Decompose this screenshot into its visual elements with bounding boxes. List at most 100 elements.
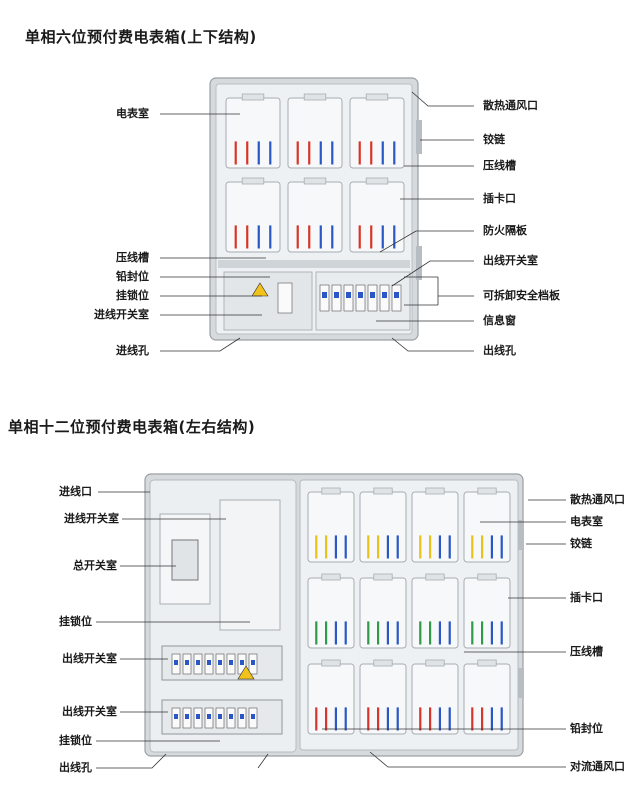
meter-tab: [425, 487, 445, 495]
breaker-switch: [174, 714, 178, 719]
meter-tab: [241, 93, 265, 101]
breaker-switch: [185, 714, 189, 719]
breaker-switch: [251, 660, 255, 665]
meter-unit: [287, 93, 343, 169]
meter-unit: [359, 487, 407, 563]
meter-housing: [463, 577, 511, 649]
d2-label-inlet-port: 进线口: [59, 485, 92, 498]
d1-label-wire-trough: 压线槽: [116, 251, 149, 264]
meter-housing: [463, 491, 511, 563]
meter-tab: [373, 573, 393, 581]
meter-unit: [411, 487, 459, 563]
meter-tab: [425, 659, 445, 667]
main-breaker: [277, 282, 293, 314]
d1-label-inlet-hole: 进线孔: [116, 344, 149, 357]
meter-unit: [225, 177, 281, 253]
breaker-switch: [218, 660, 222, 665]
meter-tab: [321, 659, 341, 667]
meter-unit: [463, 487, 511, 563]
meter-housing: [359, 663, 407, 735]
d1-label-lead-seal: 铅封位: [116, 270, 149, 283]
breaker-switch: [346, 292, 351, 298]
d2-label-inlet-switch-room: 进线开关室: [64, 512, 119, 525]
d1-label-wire-trough-r: 压线槽: [483, 159, 516, 172]
breaker-switch: [207, 660, 211, 665]
meter-unit: [359, 659, 407, 735]
hinge-icon: [416, 246, 422, 280]
meter-unit: [307, 573, 355, 649]
box2-switch-window: [219, 499, 281, 631]
meter-tab: [373, 659, 393, 667]
meter-tab: [477, 659, 497, 667]
breaker-switch: [207, 714, 211, 719]
diagram1-title: 单相六位预付费电表箱(上下结构): [25, 28, 257, 46]
meter-housing: [359, 491, 407, 563]
breaker-switch: [185, 660, 189, 665]
meter-housing: [307, 577, 355, 649]
meter-unit: [411, 659, 459, 735]
d1-label-card-slot: 插卡口: [483, 192, 516, 205]
breaker-switch: [240, 660, 244, 665]
meter-unit: [307, 487, 355, 563]
meter-housing: [307, 663, 355, 735]
d2-label-card-slot: 插卡口: [570, 591, 603, 604]
d2-label-hinge: 铰链: [570, 537, 592, 550]
d2-label-vent: 散热通风口: [570, 493, 625, 506]
breaker-switch: [394, 292, 399, 298]
meter-tab: [303, 93, 327, 101]
d1-label-outlet-hole: 出线孔: [483, 344, 516, 357]
d2-meter-grid: [307, 487, 511, 735]
breaker-switch: [322, 292, 327, 298]
meter-tab: [477, 573, 497, 581]
meter-tab: [365, 177, 389, 185]
d2-label-wire-trough: 压线槽: [570, 645, 603, 658]
warning-sign-icon: [237, 665, 255, 680]
d1-breakers: [277, 282, 402, 314]
breaker-switch: [240, 714, 244, 719]
meter-housing: [411, 577, 459, 649]
diagram2-title: 单相十二位预付费电表箱(左右结构): [8, 418, 256, 436]
d1-label-removable-guard: 可拆卸安全档板: [483, 289, 560, 302]
d2-label-meter-room: 电表室: [570, 515, 603, 528]
meter-housing: [411, 663, 459, 735]
d2-breakers: [171, 653, 258, 729]
breaker-switch: [229, 714, 233, 719]
breaker-switch: [334, 292, 339, 298]
meter-housing: [411, 491, 459, 563]
breaker-switch: [218, 714, 222, 719]
d2-label-outlet-switch-room-1: 出线开关室: [62, 652, 117, 665]
hinge-icon: [518, 668, 524, 698]
meter-tab: [321, 573, 341, 581]
hinge-icon: [416, 120, 422, 154]
d1-label-inlet-switch-room: 进线开关室: [94, 308, 149, 321]
d1-label-vent: 散热通风口: [483, 99, 538, 112]
meter-housing: [349, 97, 405, 169]
meter-unit: [307, 659, 355, 735]
meter-unit: [349, 93, 405, 169]
meter-tab: [373, 487, 393, 495]
meter-unit: [287, 177, 343, 253]
d2-label-convection-vent: 对流通风口: [570, 760, 625, 773]
d1-label-meter-room: 电表室: [116, 107, 149, 120]
d1-label-hinge: 铰链: [483, 133, 505, 146]
meter-housing: [225, 181, 281, 253]
main-breaker: [171, 539, 199, 581]
breaker-switch: [174, 660, 178, 665]
d1-label-fire-barrier: 防火隔板: [483, 224, 527, 237]
meter-tab: [477, 487, 497, 495]
breaker-switch: [382, 292, 387, 298]
breaker-switch: [370, 292, 375, 298]
meter-housing: [225, 97, 281, 169]
meter-tab: [425, 573, 445, 581]
d2-label-outlet-hole: 出线孔: [59, 761, 92, 774]
meter-tab: [321, 487, 341, 495]
meter-tab: [303, 177, 327, 185]
meter-housing: [287, 181, 343, 253]
breaker-switch: [196, 660, 200, 665]
d1-inlet-switch-room: [223, 271, 313, 331]
meter-housing: [359, 577, 407, 649]
breaker-switch: [229, 660, 233, 665]
meter-unit: [463, 573, 511, 649]
meter-housing: [349, 181, 405, 253]
